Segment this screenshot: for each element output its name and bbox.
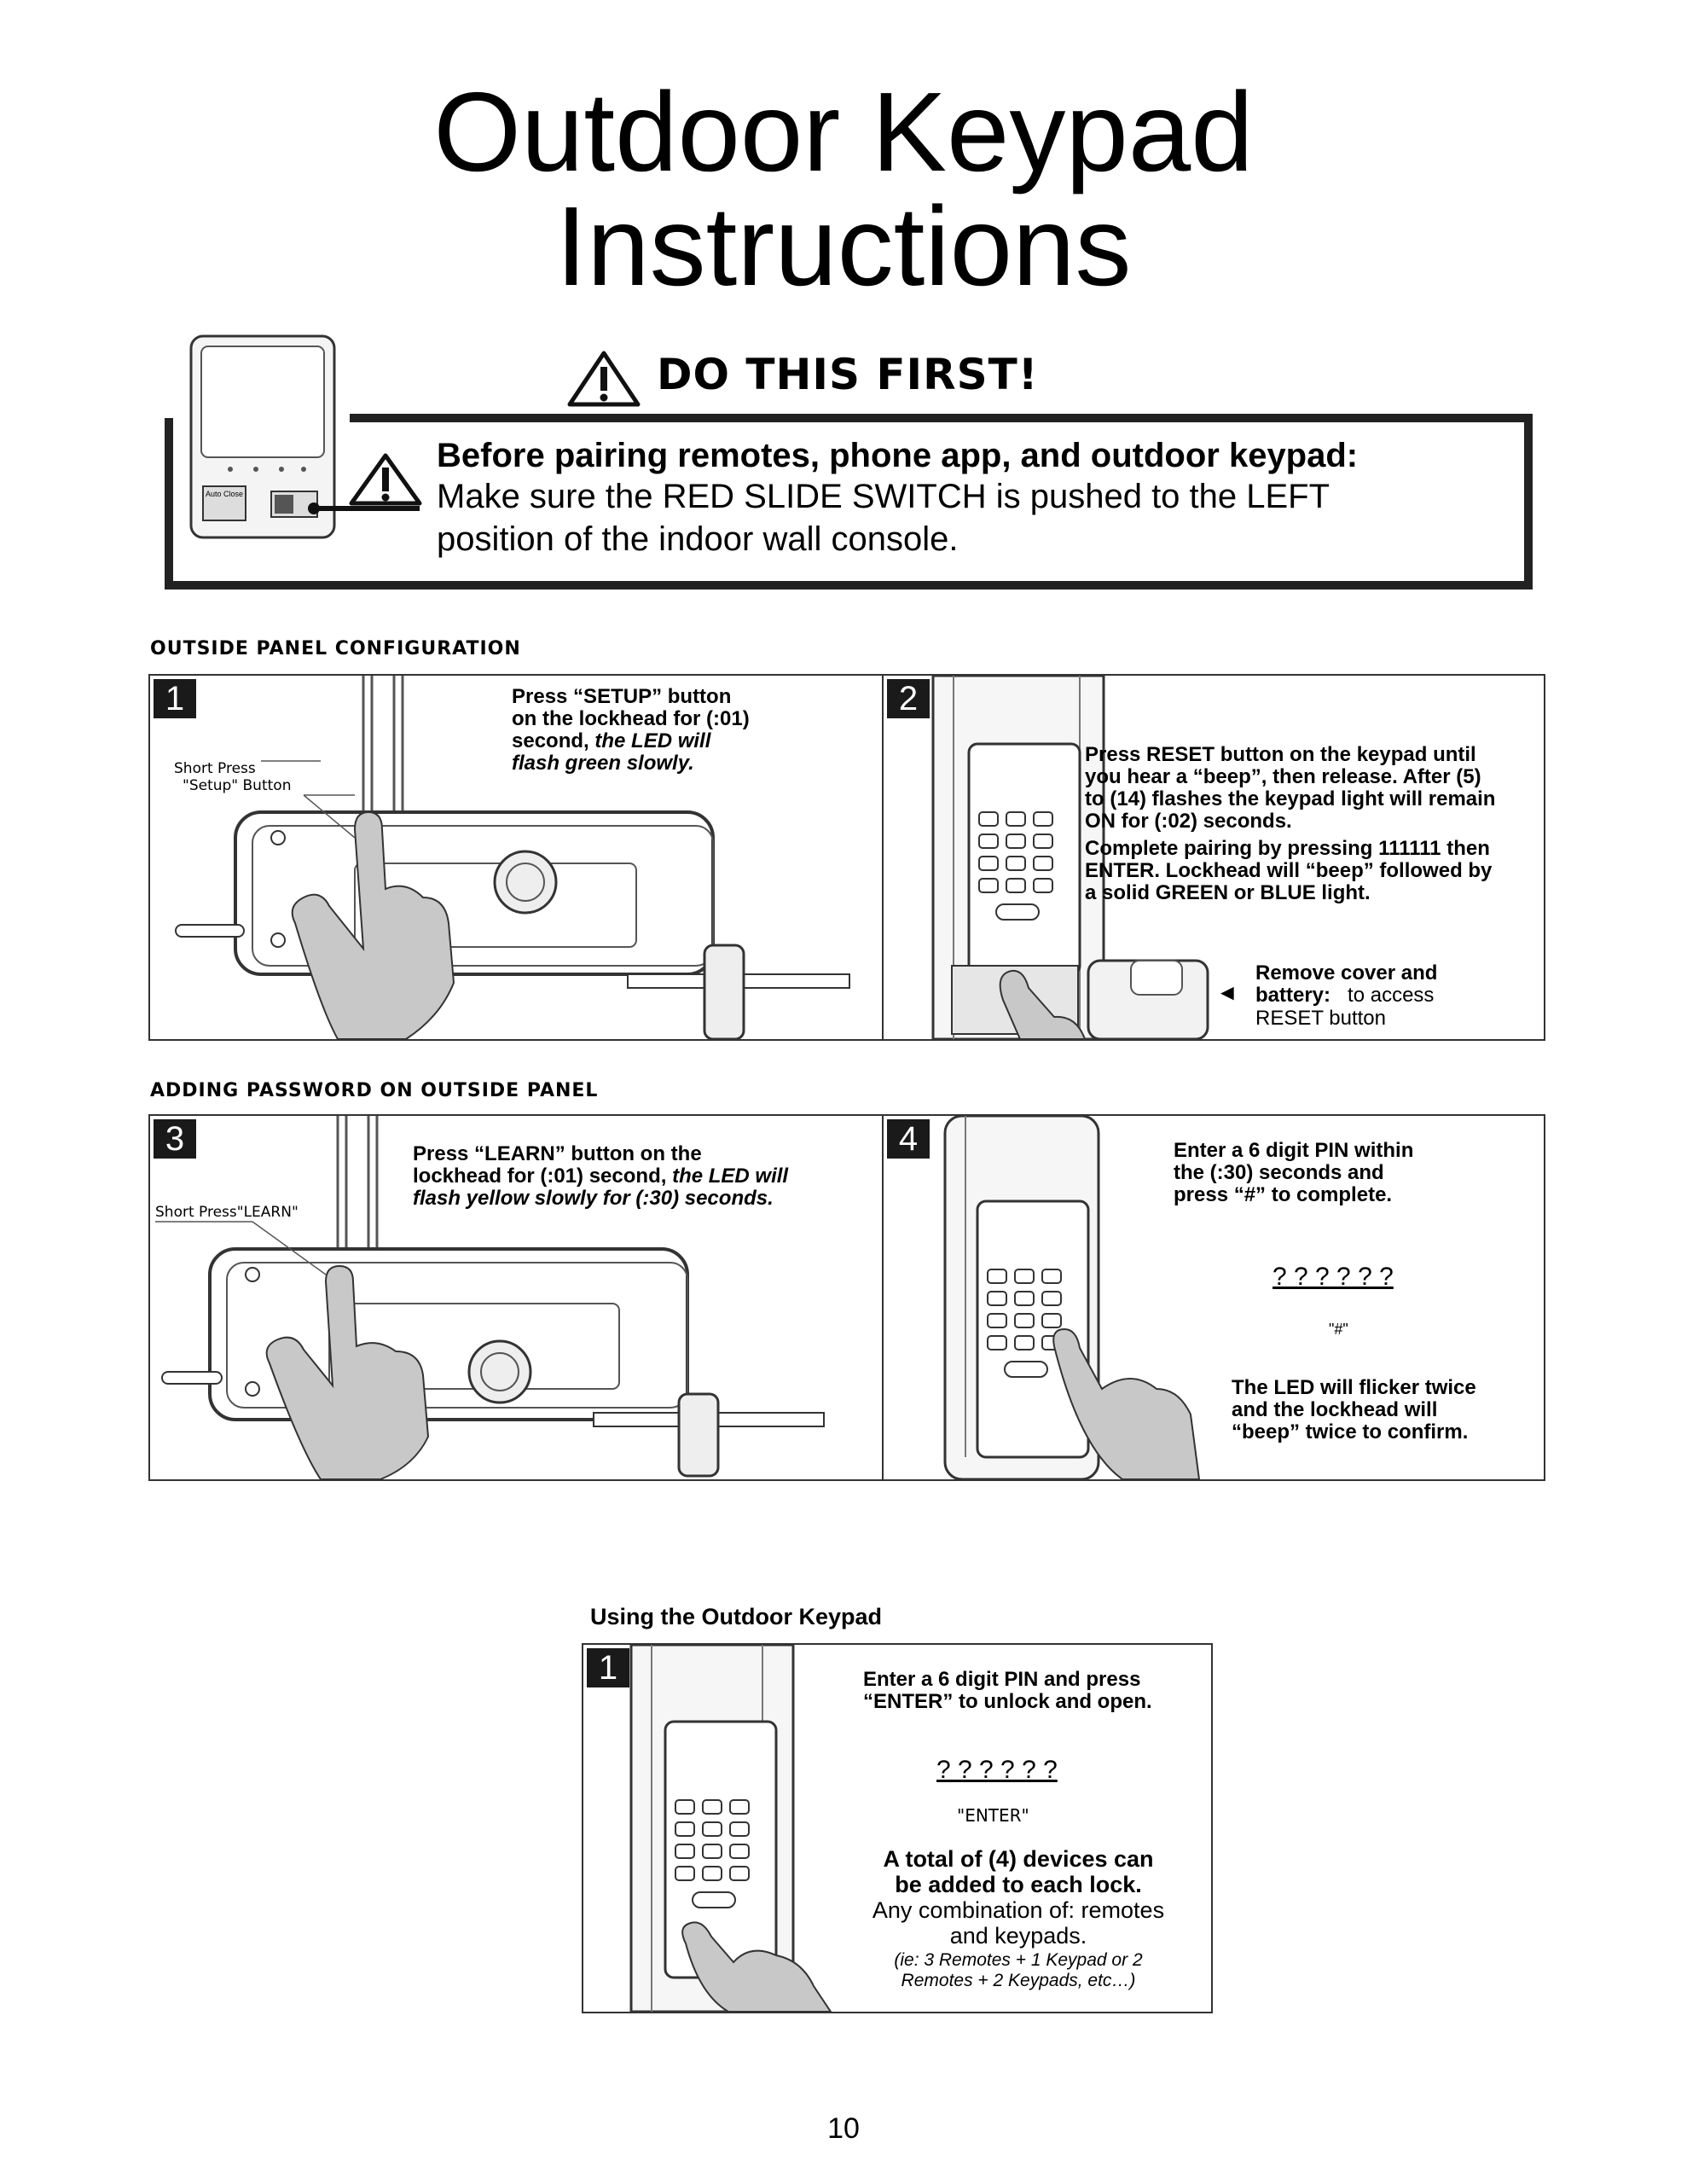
step3-line-1: Press “LEARN” button on the [413,1142,702,1165]
first-line-3: position of the indoor wall console. [437,520,959,558]
step-number-badge: 3 [154,1119,196,1159]
step2-line-2: you hear a “beep”, then release. After (… [1085,765,1481,788]
step4-line-2: the (:30) seconds and [1174,1161,1384,1184]
devices-bold-line-1: A total of (4) devices can [883,1846,1154,1872]
step1-line-4: flash green slowly. [512,752,694,775]
hash-key-label: "#" [1329,1321,1348,1338]
first-line-2: Make sure the RED SLIDE SWITCH is pushed… [437,478,1330,515]
step4-line-1: Enter a 6 digit PIN within [1174,1139,1414,1162]
step1-line-1: Press “SETUP” button [512,685,732,708]
warning-icon [567,351,641,407]
do-this-first-block: DO THIS FIRST! Auto Close Before pairing… [0,333,1687,606]
enter-key-label: "ENTER" [957,1805,1029,1826]
short-press-label: Short Press [174,760,256,777]
remove-cover-line-2: battery: to access [1255,985,1434,1007]
step-number-badge: 1 [154,679,196,718]
section-outside-panel-configuration: OUTSIDE PANEL CONFIGURATION [150,638,521,659]
remove-cover-access: to access [1348,984,1435,1007]
step2-line-1: Press RESET button on the keypad until [1085,743,1476,766]
panel-using-keypad: 1 Enter a 6 digit PIN and press “ENTER” … [582,1643,1213,2013]
first-bold-line: Before pairing remotes, phone app, and o… [437,437,1359,474]
short-press-learn-label: Short Press"LEARN" [155,1204,299,1221]
keypad-pin-illustration [943,1116,1201,1479]
step1-line-2: on the lockhead for (:01) [512,707,750,730]
console-label: Auto Close [206,490,244,498]
arrow-left-icon: ◄ [1216,979,1238,1005]
step4-confirm-3: “beep” twice to confirm. [1232,1420,1469,1443]
step2-line-6: ENTER. Lockhead will “beep” followed by [1085,859,1493,882]
use-line-2: “ENTER” to unlock and open. [863,1690,1152,1713]
keypad-reset-illustration [931,676,1209,1039]
keypad-keys [675,1799,750,1908]
keypad-keys [987,1269,1062,1378]
section-adding-password: ADDING PASSWORD ON OUTSIDE PANEL [150,1080,599,1101]
step1-line-3: second, the LED will [512,730,710,752]
remove-cover-line-1: Remove cover and [1255,961,1438,985]
step4-confirm-1: The LED will flicker twice [1232,1376,1476,1399]
setup-button-label: "Setup" Button [183,777,292,794]
keypad-enter-illustration [629,1645,832,2012]
warning-small-icon [349,453,422,506]
section-using-keypad: Using the Outdoor Keypad [590,1604,883,1629]
step2-line-7: a solid GREEN or BLUE light. [1085,881,1371,904]
step3-line-3: flash yellow slowly for (:30) seconds. [413,1187,774,1210]
step4-confirm-2: and the lockhead will [1232,1398,1438,1421]
do-this-first-frame [165,334,1533,590]
step2-line-4: ON for (:02) seconds. [1085,810,1292,833]
devices-note: Any combination of: remotes and keypads. [831,1897,1206,1949]
step1-line-3b: the LED will [594,729,711,752]
step1-line-3a: second, [512,729,595,752]
page-title: Outdoor Keypad Instructions [0,75,1687,304]
step2-line-5: Complete pairing by pressing 111111 then [1085,837,1490,860]
devices-note-line-1: Any combination of: remotes [872,1897,1165,1923]
panel-step-3: 3 Short Press"LEARN" Press “LEARN” butto… [148,1114,885,1481]
devices-example: (ie: 3 Remotes + 1 Keypad or 2 Remotes +… [831,1950,1206,1991]
step-number-badge: 4 [887,1119,930,1159]
remove-cover-battery: battery: [1255,984,1331,1007]
title-line-1: Outdoor Keypad [433,69,1254,195]
do-this-first-heading: DO THIS FIRST! [657,350,1039,399]
devices-example-line-1: (ie: 3 Remotes + 1 Keypad or 2 [894,1950,1143,1970]
title-line-2: Instructions [555,183,1132,309]
panel-step-2: 2 Press RESET button on the keypad until… [882,674,1545,1041]
devices-example-line-2: Remotes + 2 Keypads, etc…) [901,1971,1136,1990]
step-number-badge: 2 [887,679,930,718]
step-number-badge: 1 [587,1648,629,1687]
step4-line-3: press “#” to complete. [1174,1183,1393,1206]
step3-line-2a: lockhead for (:01) second, [413,1165,673,1188]
lockhead-illustration [175,676,850,1039]
pin-placeholder: ? ? ? ? ? ? [936,1756,1058,1784]
wall-console-illustration [189,334,420,539]
page-number: 10 [827,2112,860,2145]
devices-note-line-2: and keypads. [949,1923,1087,1949]
pin-placeholder: ? ? ? ? ? ? [1272,1263,1394,1291]
devices-bold-line-2: be added to each lock. [895,1872,1142,1897]
step2-line-3: to (14) flashes the keypad light will re… [1085,787,1496,810]
remove-cover-line-3: RESET button [1255,1007,1386,1030]
lockhead-learn-illustration [155,1116,825,1479]
step3-line-2: lockhead for (:01) second, the LED will [413,1165,788,1188]
panel-step-4: 4 Enter a 6 digit PIN within the (:30) s… [882,1114,1545,1481]
devices-bold: A total of (4) devices can be added to e… [831,1846,1206,1897]
step3-line-2b: the LED will [672,1165,789,1188]
panel-step-1: 1 Short Press "Setup" Button Press “SETU… [148,674,885,1041]
keypad-keys [978,811,1053,921]
use-line-1: Enter a 6 digit PIN and press [863,1668,1141,1691]
